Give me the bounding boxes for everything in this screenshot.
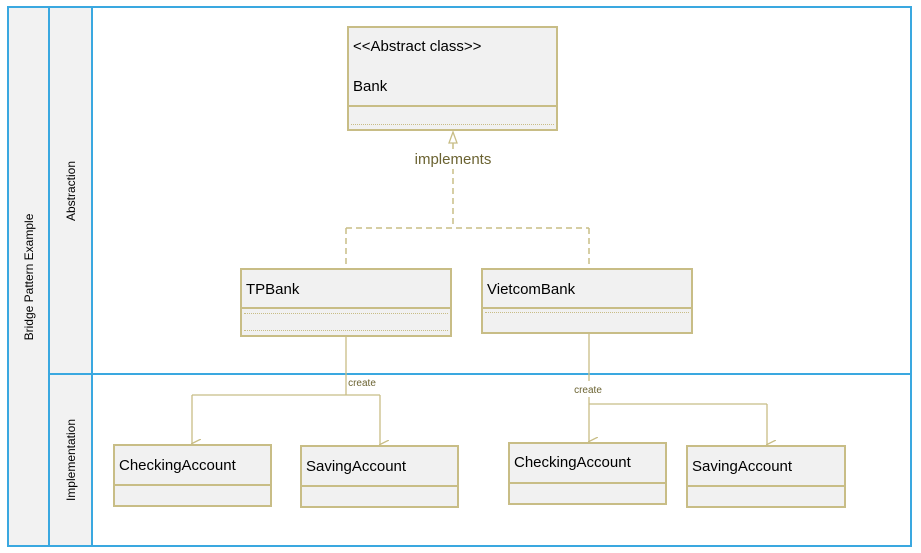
lane-implementation [91, 373, 912, 547]
implements-arrowhead [448, 130, 458, 144]
bank-stereotype: <<Abstract class>> [353, 38, 482, 55]
lane-header-abstraction: Abstraction [48, 6, 93, 375]
class-checking-account-right[interactable]: CheckingAccount [508, 442, 667, 505]
create-label-right: create [574, 385, 602, 396]
class-bank[interactable]: <<Abstract class>> Bank [347, 26, 558, 131]
vietcombank-methods-divider [485, 312, 689, 313]
create-connector-right [589, 334, 767, 445]
checking-account-left-name: CheckingAccount [119, 457, 236, 474]
checking-account-right-divider [510, 482, 665, 484]
class-saving-account-right[interactable]: SavingAccount [686, 445, 846, 508]
bank-methods-divider [351, 124, 554, 125]
tpbank-methods-divider-2 [244, 330, 448, 331]
class-checking-account-left[interactable]: CheckingAccount [113, 444, 272, 507]
bank-class-name: Bank [353, 78, 388, 95]
bank-attributes-divider [349, 105, 556, 107]
implements-connector [345, 143, 590, 268]
tpbank-class-name: TPBank [246, 281, 300, 298]
vietcombank-class-name: VietcomBank [487, 281, 576, 298]
class-saving-account-left[interactable]: SavingAccount [300, 445, 459, 508]
vietcombank-attributes-divider [483, 307, 691, 309]
saving-account-right-name: SavingAccount [692, 458, 793, 475]
saving-account-right-divider [688, 485, 844, 487]
saving-account-left-divider [302, 485, 457, 487]
create-connector-left [192, 337, 380, 445]
class-tpbank[interactable]: TPBank [240, 268, 452, 337]
implements-label: implements [415, 151, 492, 168]
pool-header: Bridge Pattern Example [7, 6, 50, 547]
saving-account-left-name: SavingAccount [306, 458, 407, 475]
tpbank-methods-divider [244, 313, 448, 314]
checking-account-left-divider [115, 484, 270, 486]
create-label-left: create [348, 378, 376, 389]
class-vietcombank[interactable]: VietcomBank [481, 268, 693, 334]
checking-account-right-name: CheckingAccount [514, 454, 631, 471]
tpbank-attributes-divider [242, 307, 450, 309]
